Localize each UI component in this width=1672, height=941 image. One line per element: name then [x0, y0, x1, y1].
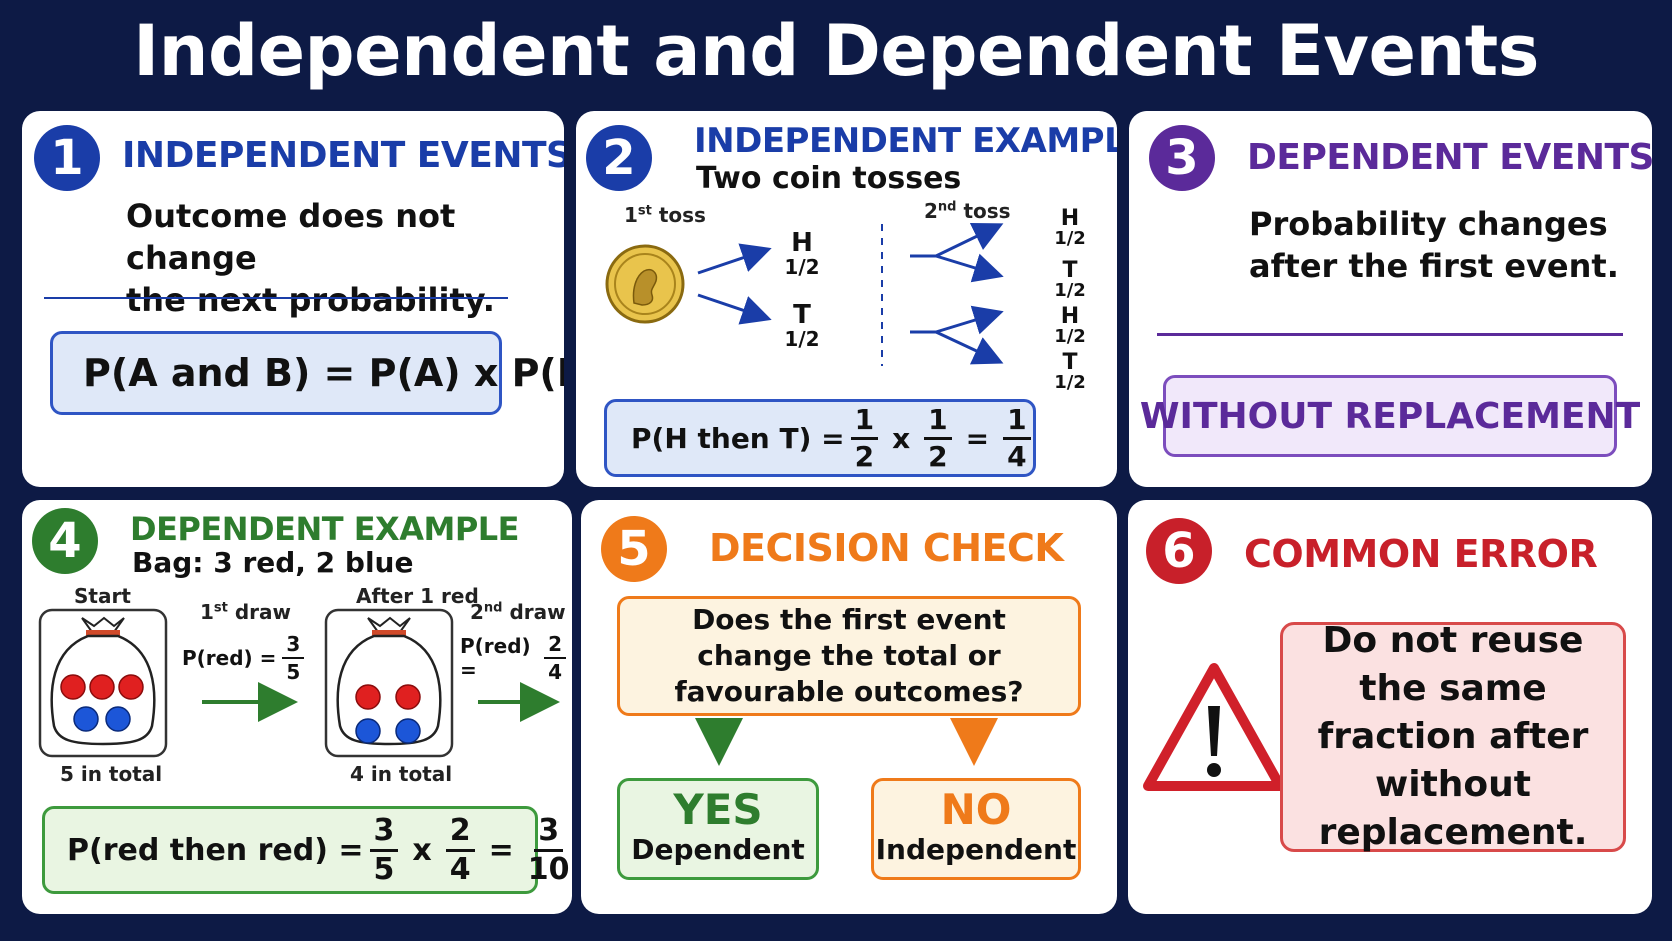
- card-independent-example: 2 INDEPENDENT EXAMPLE Two coin tosses 1s…: [576, 111, 1117, 487]
- no-label: NO: [940, 785, 1012, 834]
- bag-diagram: [38, 608, 560, 758]
- step-number-badge: 3: [1149, 125, 1215, 191]
- second-toss-label: 2nd toss: [924, 199, 1011, 223]
- card-heading: DECISION CHECK: [709, 526, 1064, 570]
- bag-icon: [324, 608, 454, 758]
- warning-icon: [1143, 663, 1285, 791]
- divider: [44, 297, 508, 299]
- yes-label: YES: [673, 785, 763, 834]
- card-dependent-example: 4 DEPENDENT EXAMPLE Bag: 3 red, 2 blue S…: [22, 500, 572, 914]
- card-description: Outcome does not change the next probabi…: [126, 195, 564, 321]
- card-dependent-events: 3 DEPENDENT EVENTS Probability changes a…: [1129, 111, 1652, 487]
- card-decision-check: 5 DECISION CHECK Does the first event ch…: [581, 500, 1117, 914]
- page-title: Independent and Dependent Events: [133, 10, 1539, 92]
- description-line: Outcome does not change: [126, 197, 456, 277]
- step-number-badge: 4: [32, 508, 98, 574]
- card-heading: DEPENDENT EVENTS: [1247, 137, 1652, 178]
- divider: [1157, 333, 1623, 336]
- formula-prefix: P(red then red) =: [67, 832, 364, 868]
- probability-tree: [605, 222, 1004, 366]
- total-label: 5 in total: [60, 762, 163, 786]
- after-label: After 1 red: [356, 584, 479, 608]
- card-description: Probability changes after the first even…: [1249, 203, 1619, 287]
- card-subheading: Two coin tosses: [696, 161, 962, 196]
- bag-icon: [38, 608, 168, 758]
- operator: =: [488, 832, 514, 868]
- coin-icon: [605, 244, 685, 324]
- card-heading: INDEPENDENT EXAMPLE: [694, 121, 1117, 161]
- formula-box: P(A and B) = P(A) x P(B): [50, 331, 564, 415]
- error-message: Do not reuse the same fraction after wit…: [1280, 620, 1626, 853]
- first-toss-label: 1st toss: [624, 203, 706, 227]
- second-draw-label: 2nd draw: [470, 600, 566, 624]
- yes-sublabel: Dependent: [631, 833, 805, 866]
- yes-outcome: YES Dependent: [617, 778, 819, 880]
- operator: =: [965, 421, 990, 455]
- operator: x: [892, 421, 911, 455]
- no-sublabel: Independent: [875, 833, 1077, 866]
- step-number-badge: 2: [586, 125, 652, 191]
- card-common-error: 6 COMMON ERROR Do not reuse the same fra…: [1128, 500, 1652, 914]
- description-line: after the first event.: [1249, 247, 1619, 285]
- card-independent-events: 1 INDEPENDENT EVENTS Outcome does not ch…: [22, 111, 564, 487]
- decision-arrows: [695, 718, 998, 766]
- decision-question: Does the first event change the total or…: [617, 596, 1081, 716]
- without-replacement-label: WITHOUT REPLACEMENT: [1140, 375, 1640, 457]
- formula-prefix: P(H then T) =: [631, 421, 845, 455]
- description-line: the next probability.: [126, 281, 495, 319]
- step-number-badge: 1: [34, 125, 100, 191]
- step-number-badge: 5: [601, 516, 667, 582]
- operator: x: [412, 832, 432, 868]
- formula-text: P(A and B) = P(A) x P(B): [83, 351, 564, 395]
- card-heading: INDEPENDENT EVENTS: [122, 135, 564, 176]
- first-draw-label: 1st draw: [200, 600, 291, 624]
- card-heading: COMMON ERROR: [1244, 532, 1598, 576]
- card-heading: DEPENDENT EXAMPLE: [130, 510, 520, 548]
- description-line: Probability changes: [1249, 205, 1608, 243]
- start-label: Start: [74, 584, 131, 608]
- total-label: 4 in total: [350, 762, 453, 786]
- card-subheading: Bag: 3 red, 2 blue: [132, 546, 414, 579]
- no-outcome: NO Independent: [871, 778, 1081, 880]
- step-number-badge: 6: [1146, 518, 1212, 584]
